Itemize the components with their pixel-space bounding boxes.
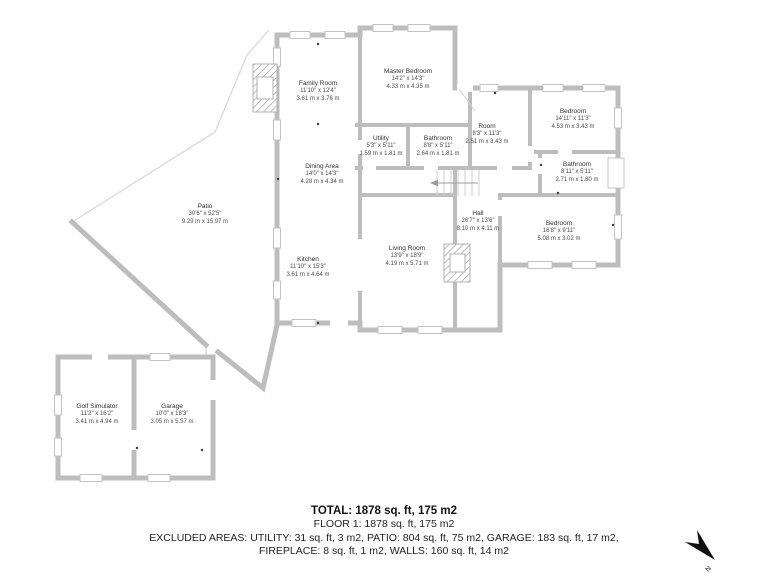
door-openings — [92, 84, 572, 450]
patio-walls — [68, 218, 280, 393]
area-summary: TOTAL: 1878 sq. ft, 175 m2 FLOOR 1: 1878… — [0, 504, 768, 559]
fireplace-icon — [252, 63, 278, 113]
total-area-text: TOTAL: 1878 sq. ft, 175 m2 — [311, 505, 457, 517]
exterior-walls — [274, 25, 621, 333]
patio-boundary-line — [71, 29, 270, 357]
window-markers — [54, 24, 622, 482]
garage-walls — [55, 354, 216, 481]
door-leaf — [458, 88, 476, 112]
compass-north-icon: N — [685, 530, 715, 573]
fireplace-icon — [443, 243, 471, 283]
excluded-areas-text-1: EXCLUDED AREAS: UTILITY: 31 sq. ft, 3 m2… — [149, 531, 619, 544]
shower-niche — [607, 157, 625, 189]
compass-north-label: N — [704, 565, 712, 573]
excluded-areas-text-2: FIREPLACE: 8 sq. ft, 1 m2, WALLS: 160 sq… — [259, 545, 509, 557]
stairs-icon — [430, 170, 480, 196]
interior-walls — [355, 33, 620, 332]
marker-dots — [135, 42, 615, 452]
floor-area-text: FLOOR 1: 1878 sq. ft, 175 m2 — [313, 518, 455, 530]
